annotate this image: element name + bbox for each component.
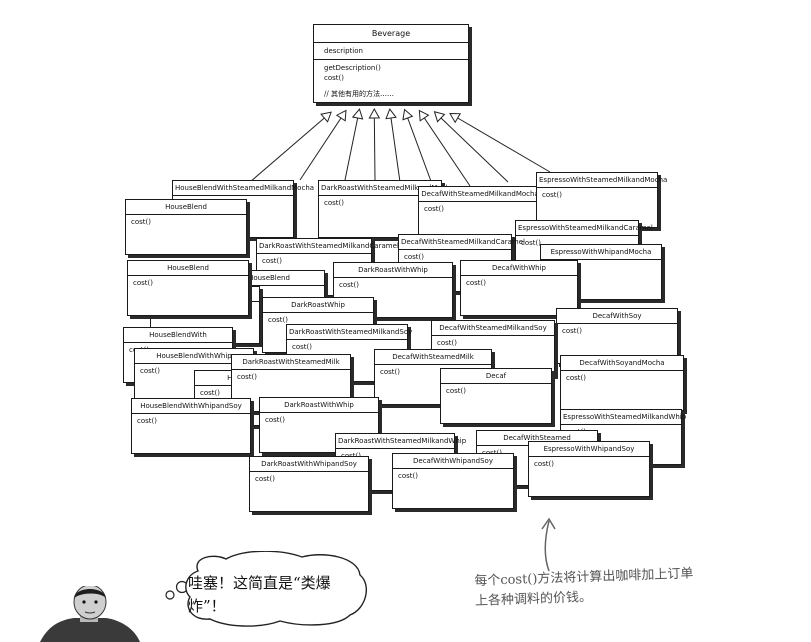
subclass-name: DecafWithSteamedMilkandSoy <box>432 321 554 336</box>
subclass-method: cost() <box>521 239 541 247</box>
beverage-class-box: Beverage description getDescription() co… <box>313 24 469 103</box>
inheritance-line <box>390 117 401 183</box>
inheritance-line <box>249 117 325 183</box>
subclass-method: cost() <box>380 368 400 376</box>
subclass-method: cost() <box>237 373 257 381</box>
beverage-attributes: description <box>314 43 468 60</box>
beverage-method-getdescription: getDescription() <box>324 64 381 72</box>
inheritance-arrowhead <box>402 108 414 121</box>
inheritance-arrowhead <box>418 109 430 122</box>
subclass-method: cost() <box>566 374 586 382</box>
subclass-method: cost() <box>339 281 359 289</box>
subclass-name: Decaf <box>441 369 551 384</box>
subclass-method: cost() <box>265 416 285 424</box>
subclass-name: DarkRoastWithSteamedMilkandSoy <box>287 325 412 340</box>
subclass-method: cost() <box>398 472 418 480</box>
subclass-name: EspressoWithSteamedMilkandWhip <box>561 410 686 425</box>
subclass-box: HouseBlendWithWhipandSoy cost() <box>131 398 251 454</box>
subclass-name: DecafWithSteamedMilkandMocha <box>419 187 541 202</box>
subclass-name: DarkRoastWithSteamedMilkandWhip <box>336 434 466 449</box>
subclass-name: EspressoWithWhipandSoy <box>529 442 649 457</box>
subclass-box: EspressoWithWhipandSoy cost() <box>528 441 650 497</box>
subclass-method: cost() <box>131 218 151 226</box>
subclass-name: DecafWithSoyandMocha <box>561 356 683 371</box>
subclass-method: cost() <box>404 253 424 261</box>
subclass-name: HouseBlend <box>128 261 248 276</box>
subclass-name: DarkRoastWithWhip <box>334 263 452 278</box>
subclass-method: cost() <box>437 339 457 347</box>
inheritance-line <box>440 117 509 183</box>
subclass-method: cost() <box>268 316 288 324</box>
inheritance-line <box>344 117 359 181</box>
subclass-name: EspressoWithSteamedMilkandMocha <box>537 173 667 188</box>
subclass-name: EspressoWithSteamedMilkandCaramel <box>516 221 653 236</box>
beverage-comment: // 其他有用的方法…… <box>324 90 394 98</box>
beverage-method-cost: cost() <box>324 74 344 82</box>
subclass-name: HouseBlend <box>126 200 246 215</box>
subclass-name: DarkRoastWithSteamedMilk <box>232 355 350 370</box>
subclass-name: HouseBlendWithWhipandSoy <box>132 399 250 414</box>
cost-annotation: 每个cost()方法将计算出咖啡加上订单上各种调料的价钱。 <box>474 566 694 609</box>
inheritance-line <box>423 117 471 187</box>
inheritance-arrowhead <box>351 108 364 120</box>
subclass-method: cost() <box>534 460 554 468</box>
subclass-name: HouseBlend <box>214 271 324 286</box>
subclass-name: HouseBlendWith <box>124 328 232 343</box>
subclass-name: DarkRoastWithSteamedMilkandCaramel <box>257 239 399 254</box>
subclass-method: cost() <box>466 279 486 287</box>
subclass-box: EspressoWithSteamedMilkandMocha cost() <box>536 172 667 228</box>
subclass-method: cost() <box>200 389 220 397</box>
subclass-box: DecafWithSoyandMocha cost() <box>560 355 684 411</box>
inheritance-arrowhead <box>433 111 446 123</box>
subclass-name: DarkRoastWithSteamedMilkandMocha <box>319 181 454 196</box>
subclass-method: cost() <box>542 191 562 199</box>
inheritance-arrowhead <box>368 107 381 119</box>
beverage-class-name: Beverage <box>314 25 468 43</box>
subclass-box: HouseBlend cost() <box>127 260 249 316</box>
subclass-name: EspressoWithWhipandMocha <box>541 245 661 260</box>
subclass-method: cost() <box>424 205 444 213</box>
subclass-method: cost() <box>562 327 582 335</box>
subclass-method: cost() <box>255 475 275 483</box>
inheritance-arrowhead <box>449 112 462 124</box>
inheritance-line <box>407 117 433 185</box>
speech-bubble-text: 哇塞！这简直是“类爆炸”！ <box>188 574 331 615</box>
speech-bubble <box>165 551 368 627</box>
subclass-method: cost() <box>137 417 157 425</box>
subclass-box: DecafWithSoy cost() <box>556 308 678 364</box>
subclass-box: Decaf cost() <box>440 368 552 424</box>
subclass-box: DecafWithWhipandSoy cost() <box>392 453 514 509</box>
subclass-name: HouseBlendWithWhip <box>135 349 253 364</box>
beverage-attribute: description <box>324 47 363 55</box>
subclass-name: DecafWithSteamedMilk <box>375 350 491 365</box>
person-illustration <box>40 586 140 642</box>
subclass-method: cost() <box>140 367 160 375</box>
inheritance-line <box>299 117 342 181</box>
subclass-box: HouseBlend cost() <box>125 199 247 255</box>
inheritance-arrowhead <box>385 108 397 120</box>
subclass-name: DecafWithWhipandSoy <box>393 454 513 469</box>
subclass-method: cost() <box>324 199 344 207</box>
subclass-name: DecafWithSteamedMilkandCaramel <box>399 235 525 250</box>
subclass-name: DecafWithSoy <box>557 309 677 324</box>
subclass-method: cost() <box>133 279 153 287</box>
beverage-methods: getDescription() cost() // 其他有用的方法…… <box>314 60 468 102</box>
inheritance-arrowhead <box>320 111 332 123</box>
inheritance-line <box>373 117 376 181</box>
annotation-arrow <box>541 517 556 572</box>
inheritance-arrowhead <box>335 109 347 122</box>
subclass-box: DarkRoastWithWhipandSoy cost() <box>249 456 369 512</box>
subclass-name: DarkRoastWithWhip <box>260 398 378 413</box>
subclass-method: cost() <box>262 257 282 265</box>
subclass-name: DecafWithWhip <box>461 261 577 276</box>
subclass-name: HouseBlendWithSteamedMilkandMocha <box>173 181 314 196</box>
subclass-method: cost() <box>446 387 466 395</box>
subclass-method: cost() <box>292 343 312 351</box>
subclass-name: DarkRoastWhip <box>263 298 373 313</box>
inheritance-line <box>457 117 551 173</box>
subclass-name: DarkRoastWithWhipandSoy <box>250 457 368 472</box>
subclass-box: DecafWithWhip cost() <box>460 260 578 316</box>
